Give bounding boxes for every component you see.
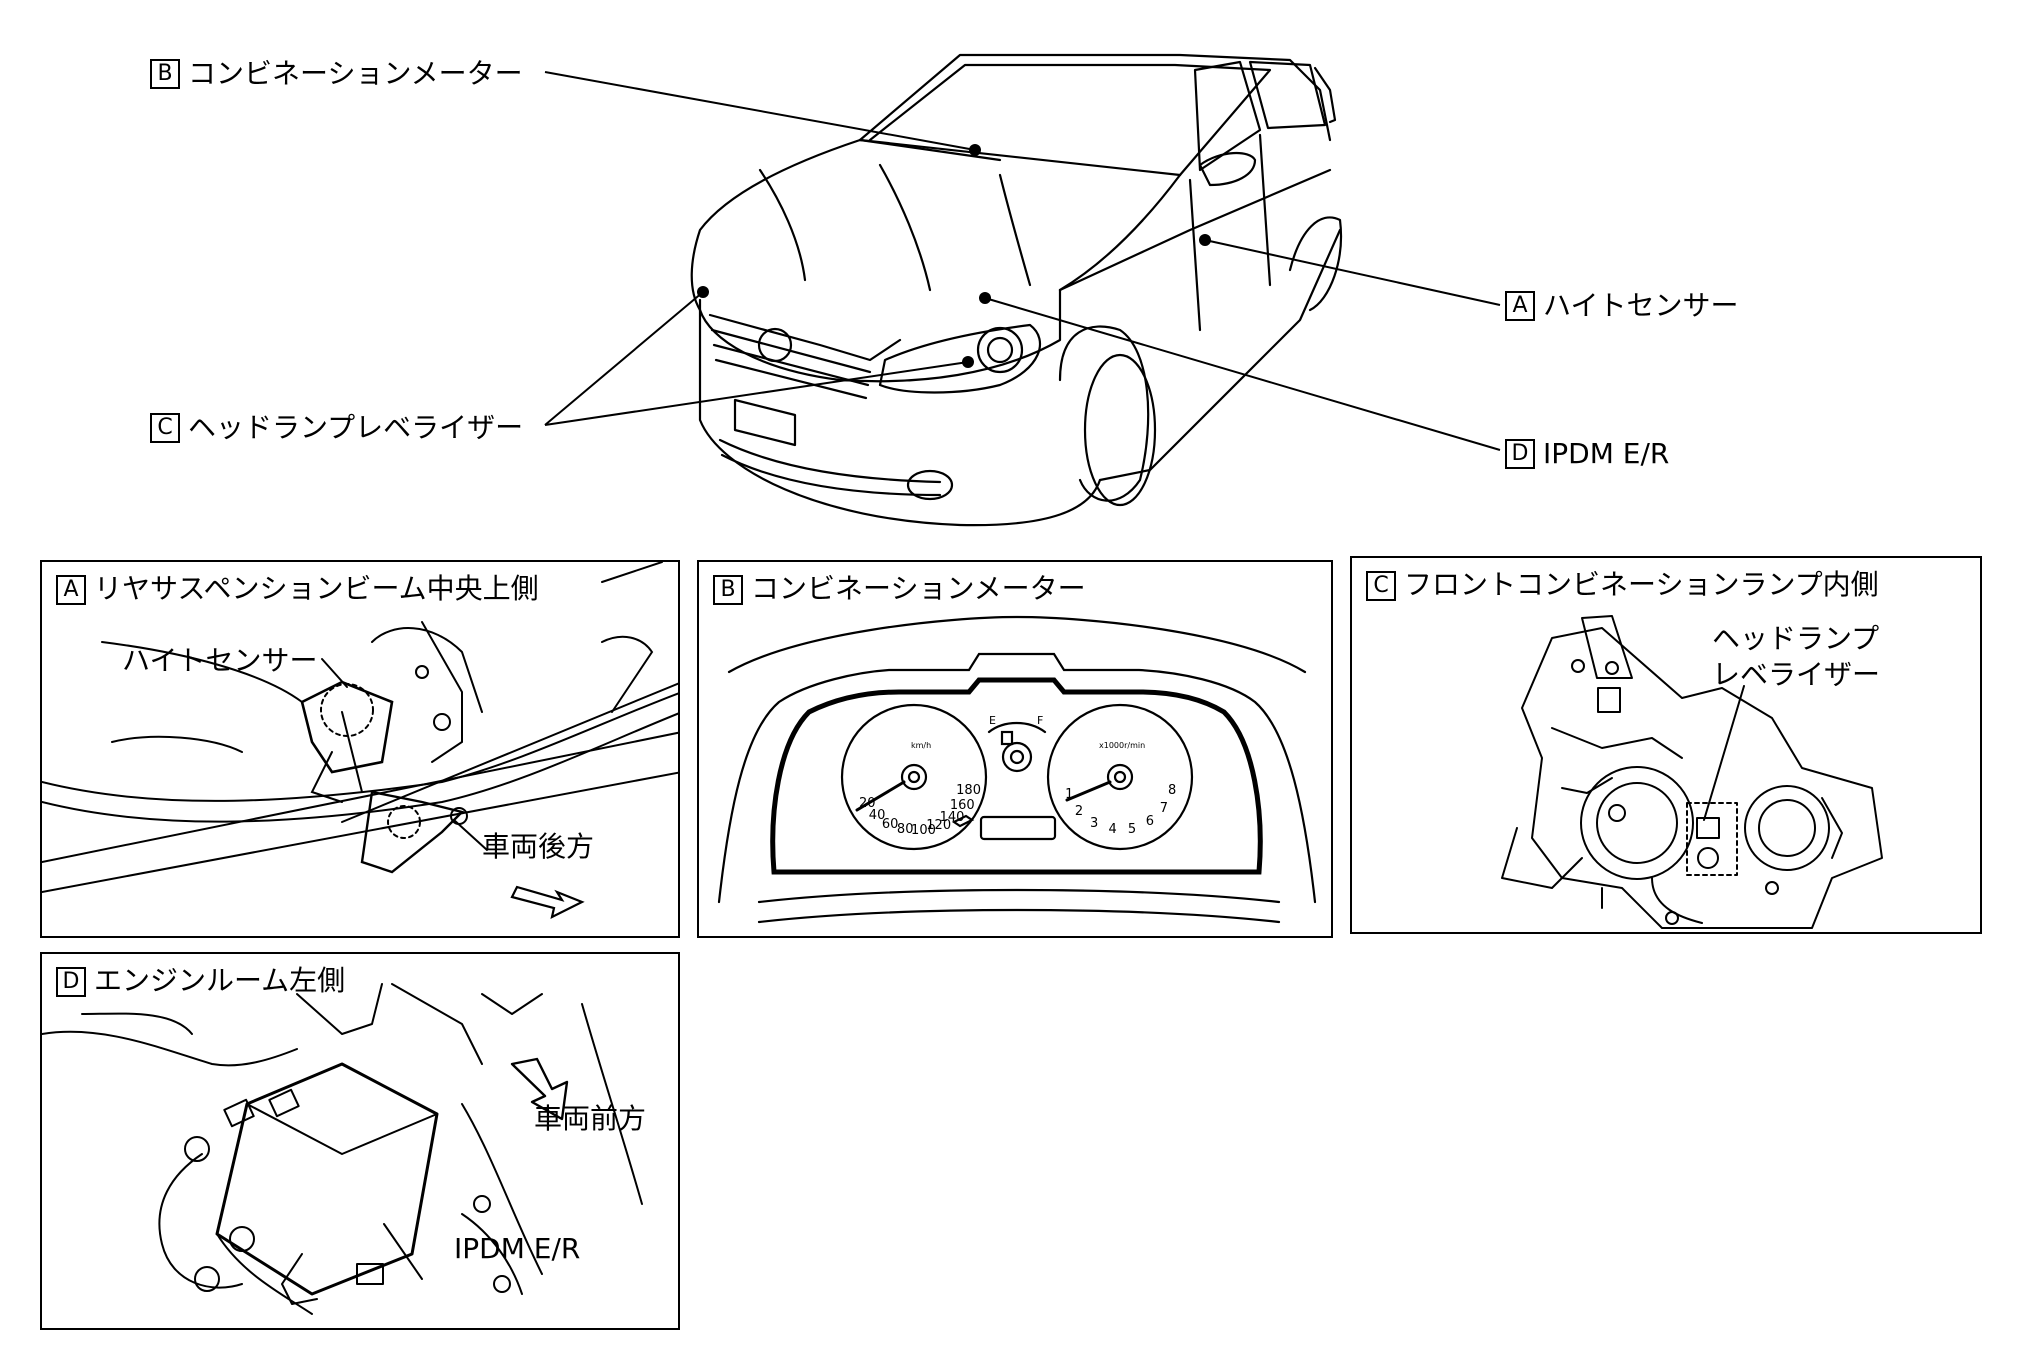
panel-a-key: A: [56, 575, 86, 605]
tacho-tick-label: 4: [1108, 822, 1117, 838]
callout-b-key: B: [150, 59, 180, 89]
panel-c-part-label-line2: レベライザー: [1712, 658, 1881, 691]
panel-c: C フロントコンビネーションランプ内側 ヘッドランプ レベライザー: [1350, 556, 1982, 934]
callout-c: C ヘッドランプレベライザー: [150, 410, 523, 445]
panel-d-title-text: エンジンルーム左側: [94, 964, 346, 997]
speedo-unit: km/h: [911, 741, 932, 750]
tacho-unit: x1000r/min: [1099, 741, 1146, 750]
panel-b-title-text: コンビネーションメーター: [751, 572, 1086, 605]
tacho-tick-label: 1: [1065, 787, 1074, 803]
panel-c-part-label-line1: ヘッドランプ: [1712, 622, 1880, 655]
speedo-tick-label: 180: [956, 782, 981, 798]
speedo-tick-label: 160: [949, 797, 975, 813]
panel-d-direction-label: 車両前方: [534, 1102, 647, 1135]
dot-b: [969, 144, 981, 156]
fuel-empty-label: E: [989, 714, 996, 727]
panel-d-part-label: IPDM E/R: [454, 1232, 581, 1265]
speedo-tick-label: 140: [939, 809, 965, 825]
dot-c-right: [962, 356, 974, 368]
speedo-tick-label: 80: [896, 822, 914, 838]
callout-c-text: ヘッドランプレベライザー: [188, 411, 524, 444]
fuel-full-label: F: [1037, 714, 1044, 727]
panel-a: A リヤサスペンションビーム中央上側 ハイトセンサー 車両後方: [40, 560, 680, 938]
tacho-tick-label: 8: [1168, 782, 1177, 798]
tacho-tick-label: 5: [1127, 821, 1137, 837]
callout-c-key: C: [150, 413, 180, 443]
panel-d: D エンジンルーム左側 車両前方 IPDM E/R: [40, 952, 680, 1330]
panel-a-title-text: リヤサスペンションビーム中央上側: [94, 572, 539, 605]
panel-a-direction-label: 車両後方: [482, 830, 595, 863]
panel-c-key: C: [1366, 571, 1396, 601]
dot-c-left: [697, 286, 709, 298]
speedo-tick-label: 20: [858, 796, 876, 811]
callout-a-key: A: [1505, 291, 1535, 321]
panel-c-title: C フロントコンビネーションランプ内側: [1366, 568, 1879, 602]
panel-c-title-text: フロントコンビネーションランプ内側: [1404, 568, 1879, 601]
tacho-tick-label: 2: [1074, 804, 1084, 820]
callout-d-text: IPDM E/R: [1543, 437, 1670, 470]
panel-b-title: B コンビネーションメーター: [713, 572, 1086, 606]
dot-d: [979, 292, 991, 304]
leader-lines: [544, 71, 1501, 451]
tacho-tick-label: 7: [1159, 800, 1168, 816]
callout-d-key: D: [1505, 439, 1535, 469]
panel-d-title: D エンジンルーム左側: [56, 964, 345, 998]
speedo-tick-label: 120: [926, 818, 952, 834]
speedo-tick-label: 100: [911, 822, 936, 838]
panel-b-illustration: [717, 615, 1317, 924]
panel-d-illustration: [42, 983, 643, 1315]
callout-dots: [697, 144, 1211, 368]
tacho-tick-label: 3: [1090, 816, 1099, 832]
panel-a-title: A リヤサスペンションビーム中央上側: [56, 572, 539, 606]
speedo-tick-label: 60: [881, 817, 899, 833]
callout-b: B コンビネーションメーター: [150, 56, 523, 91]
panel-b-key: B: [713, 575, 743, 605]
panel-a-illustration: [42, 562, 678, 920]
tacho-tick-label: 6: [1145, 813, 1154, 829]
panel-a-part-label: ハイトセンサー: [122, 644, 318, 677]
panel-c-illustration: [1501, 615, 1883, 929]
speedo-tick-label: 40: [868, 808, 886, 824]
car-overview: B コンビネーションメーター A ハイトセンサー C ヘッドランプレベライザー D IP…: [0, 0, 2020, 550]
callout-b-text: コンビネーションメーター: [188, 57, 523, 90]
dot-a: [1199, 234, 1211, 246]
callout-d: D IPDM E/R: [1505, 436, 1669, 471]
callout-a-text: ハイトセンサー: [1543, 289, 1739, 322]
panel-d-key: D: [56, 967, 86, 997]
callout-a: A ハイトセンサー: [1505, 288, 1738, 323]
